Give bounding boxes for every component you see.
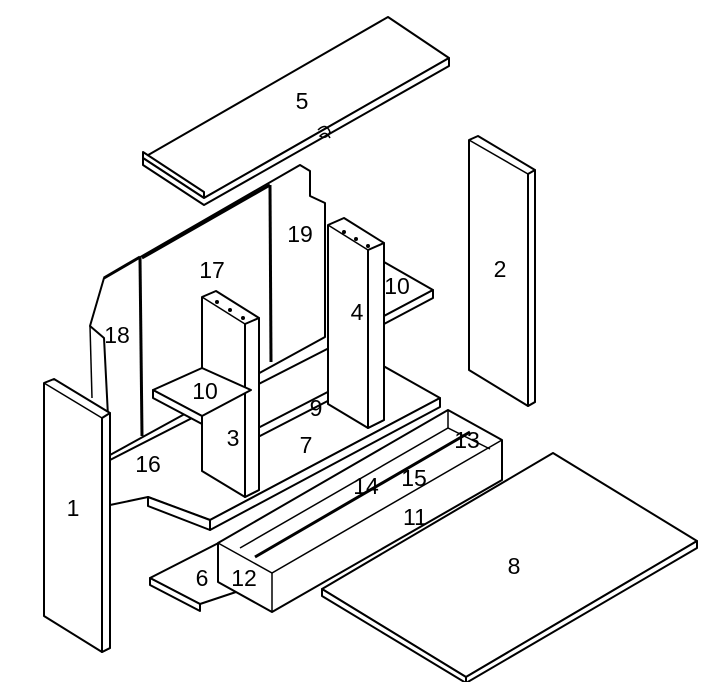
label-part-6: 6 bbox=[196, 565, 209, 591]
label-part-4: 4 bbox=[351, 299, 364, 325]
label-part-3: 3 bbox=[227, 425, 240, 451]
part-2-right-side bbox=[468, 135, 536, 407]
label-part-5: 5 bbox=[296, 88, 309, 114]
label-part-10-left: 10 bbox=[192, 378, 218, 404]
part-1-left-side bbox=[43, 378, 111, 653]
label-part-17: 17 bbox=[199, 257, 225, 283]
label-part-2: 2 bbox=[494, 256, 507, 282]
part-8-base-board bbox=[321, 452, 698, 682]
label-part-8: 8 bbox=[508, 553, 521, 579]
label-part-1: 1 bbox=[67, 495, 80, 521]
part-10-right-shelf bbox=[383, 261, 434, 325]
label-part-19: 19 bbox=[287, 221, 313, 247]
part-5-top-board bbox=[142, 16, 450, 206]
label-part-18: 18 bbox=[104, 322, 130, 348]
label-part-14: 14 bbox=[353, 473, 379, 499]
label-part-15: 15 bbox=[401, 465, 427, 491]
hinge-icon bbox=[317, 125, 331, 139]
label-part-16: 16 bbox=[135, 451, 161, 477]
label-part-11: 11 bbox=[403, 504, 427, 530]
part-4-divider bbox=[327, 217, 385, 429]
label-part-12: 12 bbox=[231, 565, 257, 591]
label-part-9: 9 bbox=[310, 395, 323, 421]
drawer-assembly bbox=[217, 409, 503, 613]
label-part-13: 13 bbox=[454, 427, 480, 453]
label-part-7: 7 bbox=[300, 432, 313, 458]
label-part-10-right: 10 bbox=[384, 273, 410, 299]
part-10-left-shelf bbox=[152, 367, 252, 425]
